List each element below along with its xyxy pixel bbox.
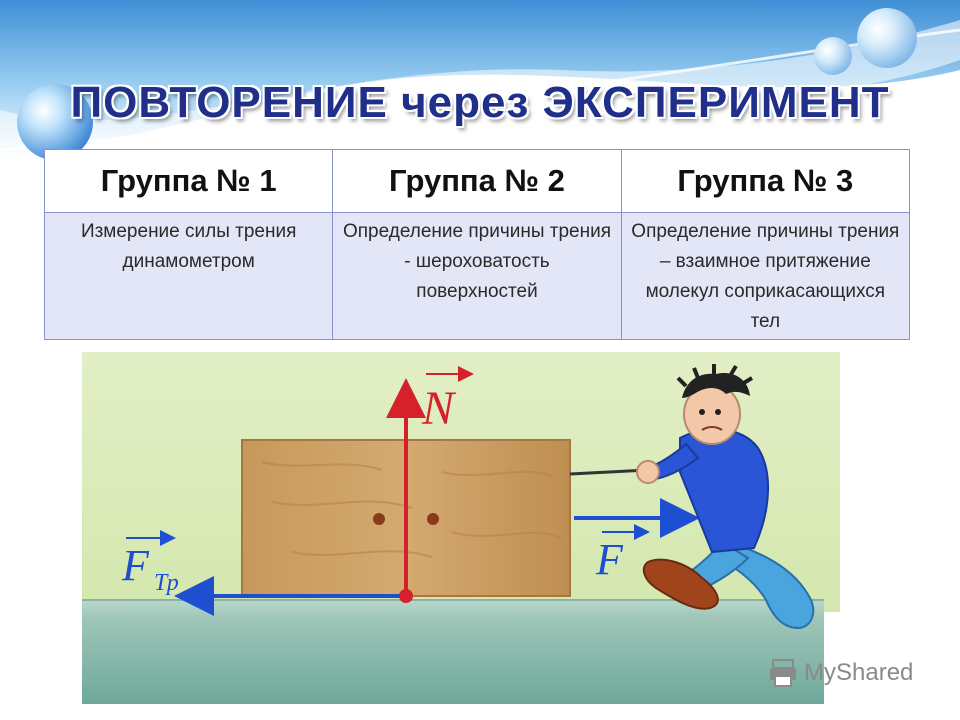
groups-table: Группа № 1 Группа № 2 Группа № 3 Измерен… — [43, 149, 911, 340]
rope — [569, 468, 649, 476]
table-cell-group-1: Измерение силы трения динамометром — [43, 212, 334, 340]
bubble-decoration — [17, 84, 93, 160]
pull-force-label: F — [595, 524, 650, 584]
watermark: MyShared — [768, 656, 913, 690]
bubble-decoration — [814, 37, 852, 75]
person-pulling — [636, 364, 815, 630]
normal-force-label: N — [421, 366, 474, 435]
table-cell-group-3: Определение причины трения – взаимное пр… — [620, 212, 911, 340]
svg-text:N: N — [421, 382, 457, 435]
table-row: Измерение силы трения динамометром Опред… — [43, 212, 911, 340]
slide-title: ПОВТОРЕНИЕ через ЭКСПЕРИМЕНТ — [70, 78, 890, 127]
svg-text:F: F — [595, 535, 624, 584]
bubble-decoration — [857, 8, 917, 68]
table-header-group-2: Группа № 2 — [332, 149, 622, 213]
svg-text:Тр: Тр — [154, 570, 179, 596]
printer-icon — [770, 659, 796, 687]
table-header-group-1: Группа № 1 — [43, 149, 334, 213]
friction-force-label: F Тр — [121, 530, 179, 596]
table-header-row: Группа № 1 Группа № 2 Группа № 3 — [43, 149, 911, 213]
watermark-brand: MyShared — [804, 659, 914, 686]
table-cell-group-2: Определение причины трения - шероховатос… — [332, 212, 622, 340]
normal-force-arrow — [386, 378, 426, 603]
friction-illustration: N F Тр F — [82, 352, 840, 704]
svg-text:F: F — [121, 541, 150, 590]
table-header-group-3: Группа № 3 — [620, 149, 911, 213]
